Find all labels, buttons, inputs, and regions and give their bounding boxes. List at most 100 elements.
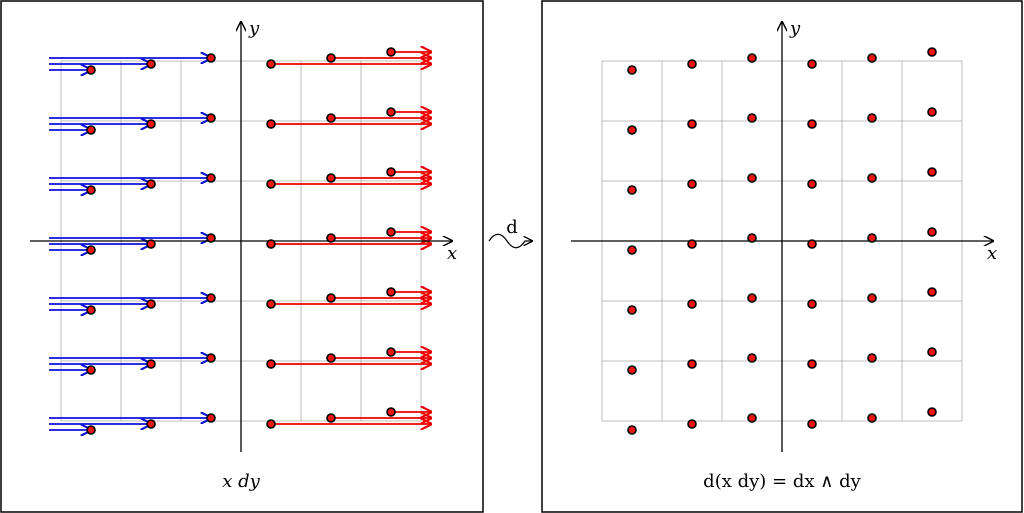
sample-point: [146, 59, 156, 69]
sample-point: [386, 107, 396, 117]
sample-point: [206, 293, 216, 303]
sample-point: [927, 347, 937, 357]
sample-point: [807, 359, 817, 369]
sample-point: [206, 353, 216, 363]
sample-point: [266, 359, 276, 369]
sample-point: [627, 65, 637, 75]
sample-point: [747, 233, 757, 243]
left-x-axis-label: x: [447, 243, 457, 264]
sample-point: [747, 53, 757, 63]
sample-point: [86, 245, 96, 255]
sample-point: [807, 419, 817, 429]
sample-point: [326, 413, 336, 423]
sample-point: [146, 239, 156, 249]
sample-point: [266, 239, 276, 249]
sample-point: [627, 125, 637, 135]
sample-point: [266, 299, 276, 309]
sample-point: [687, 359, 697, 369]
sample-point: [206, 173, 216, 183]
sample-point: [206, 53, 216, 63]
left-caption: x dy: [222, 471, 260, 492]
sample-point: [867, 233, 877, 243]
sample-point: [807, 59, 817, 69]
sample-point: [326, 113, 336, 123]
sample-point: [687, 419, 697, 429]
sample-point: [86, 185, 96, 195]
sample-point: [867, 113, 877, 123]
sample-point: [326, 53, 336, 63]
sample-point: [146, 179, 156, 189]
right-dots: [627, 47, 937, 435]
sample-point: [747, 413, 757, 423]
sample-point: [807, 179, 817, 189]
sample-point: [927, 287, 937, 297]
left-y-axis-label: y: [248, 18, 260, 39]
sample-point: [867, 353, 877, 363]
right-caption: d(x dy) = dx ∧ dy: [703, 471, 861, 492]
sample-point: [927, 227, 937, 237]
sample-point: [627, 425, 637, 435]
sample-point: [747, 353, 757, 363]
sample-point: [386, 167, 396, 177]
left-axes: [30, 22, 452, 452]
sample-point: [927, 167, 937, 177]
sample-point: [807, 299, 817, 309]
sample-point: [747, 293, 757, 303]
operator-label: d: [506, 217, 518, 238]
sample-point: [206, 113, 216, 123]
sample-point: [807, 119, 817, 129]
sample-point: [867, 173, 877, 183]
sample-point: [747, 173, 757, 183]
sample-point: [386, 227, 396, 237]
sample-point: [386, 47, 396, 57]
sample-point: [687, 239, 697, 249]
left-panel-frame: [0, 0, 484, 513]
right-axes: [571, 22, 993, 452]
sample-point: [927, 47, 937, 57]
sample-point: [266, 119, 276, 129]
operator-d: d: [488, 217, 532, 249]
left-arrows: [49, 52, 431, 430]
sample-point: [627, 305, 637, 315]
sample-point: [326, 293, 336, 303]
sample-point: [386, 407, 396, 417]
right-panel: x y d(x dy) = dx ∧ dy: [541, 0, 1023, 513]
sample-point: [687, 179, 697, 189]
sample-point: [326, 173, 336, 183]
sample-point: [867, 53, 877, 63]
sample-point: [86, 65, 96, 75]
sample-point: [206, 413, 216, 423]
sample-point: [146, 299, 156, 309]
sample-point: [927, 107, 937, 117]
right-y-axis-label: y: [789, 18, 801, 39]
sample-point: [86, 305, 96, 315]
sample-point: [867, 413, 877, 423]
sample-point: [326, 353, 336, 363]
sample-point: [266, 59, 276, 69]
sample-point: [86, 425, 96, 435]
squiggle-arrow-icon: [488, 233, 532, 249]
sample-point: [146, 359, 156, 369]
sample-point: [146, 119, 156, 129]
sample-point: [386, 287, 396, 297]
sample-point: [86, 125, 96, 135]
sample-point: [687, 119, 697, 129]
left-panel: x y x dy: [0, 0, 484, 513]
right-x-axis-label: x: [987, 243, 997, 264]
sample-point: [386, 347, 396, 357]
sample-point: [86, 365, 96, 375]
sample-point: [627, 185, 637, 195]
sample-point: [266, 419, 276, 429]
sample-point: [807, 239, 817, 249]
sample-point: [326, 233, 336, 243]
sample-point: [266, 179, 276, 189]
sample-point: [206, 233, 216, 243]
sample-point: [867, 293, 877, 303]
sample-point: [627, 245, 637, 255]
sample-point: [747, 113, 757, 123]
sample-point: [627, 365, 637, 375]
sample-point: [146, 419, 156, 429]
sample-point: [927, 407, 937, 417]
left-dots: [86, 47, 396, 435]
